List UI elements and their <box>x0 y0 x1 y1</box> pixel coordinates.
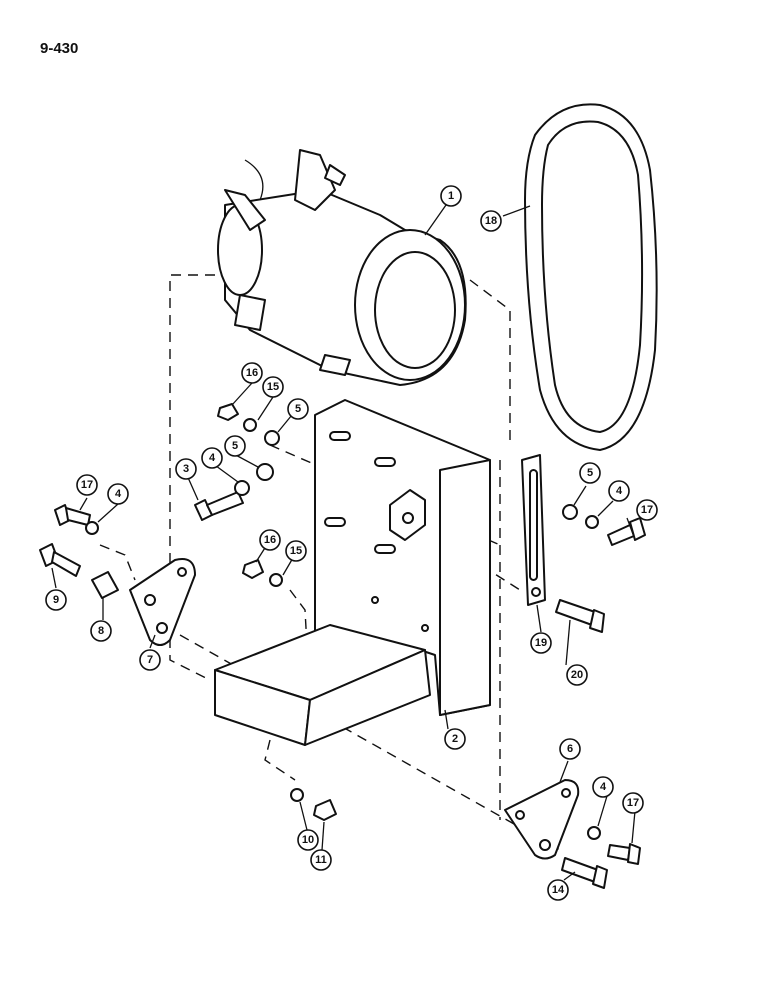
svg-text:10: 10 <box>302 834 314 846</box>
svg-text:11: 11 <box>315 854 327 866</box>
svg-text:6: 6 <box>567 743 573 755</box>
callout-2: 2 <box>444 728 466 750</box>
callout-14: 14 <box>547 879 569 901</box>
svg-text:17: 17 <box>627 797 639 809</box>
svg-text:8: 8 <box>98 625 104 637</box>
adjusting-link <box>521 454 546 606</box>
callout-4-b: 4 <box>107 483 129 505</box>
callout-9: 9 <box>45 589 67 611</box>
drive-belt <box>524 103 658 451</box>
fasteners <box>39 403 646 889</box>
svg-text:4: 4 <box>115 488 122 500</box>
svg-text:9: 9 <box>53 594 59 606</box>
callout-8: 8 <box>90 620 112 642</box>
svg-text:17: 17 <box>641 504 653 516</box>
svg-text:1: 1 <box>448 190 454 202</box>
svg-text:5: 5 <box>295 403 301 415</box>
svg-text:2: 2 <box>452 733 458 745</box>
callout-4-c: 4 <box>608 480 630 502</box>
mounting-bracket <box>214 399 491 746</box>
bracket-plate-6 <box>504 779 580 860</box>
callout-5-a: 5 <box>287 398 309 420</box>
svg-text:15: 15 <box>290 545 302 557</box>
callout-5-c: 5 <box>579 462 601 484</box>
svg-text:17: 17 <box>81 479 93 491</box>
callout-20: 20 <box>566 664 588 686</box>
svg-text:16: 16 <box>246 367 258 379</box>
svg-text:16: 16 <box>264 534 276 546</box>
svg-text:19: 19 <box>535 637 547 649</box>
callout-18: 18 <box>480 210 502 232</box>
callout-6: 6 <box>559 738 581 760</box>
svg-text:4: 4 <box>209 452 216 464</box>
svg-text:5: 5 <box>232 440 238 452</box>
svg-text:5: 5 <box>587 467 593 479</box>
callout-17-b: 17 <box>636 499 658 521</box>
svg-text:15: 15 <box>267 381 279 393</box>
svg-text:20: 20 <box>571 669 583 681</box>
compressor <box>217 149 467 386</box>
svg-text:14: 14 <box>552 884 565 896</box>
callout-15-b: 15 <box>285 540 307 562</box>
svg-text:7: 7 <box>147 654 153 666</box>
callout-4-d: 4 <box>592 776 614 798</box>
callout-1: 1 <box>440 185 462 207</box>
callout-3: 3 <box>175 458 197 480</box>
svg-text:4: 4 <box>616 485 623 497</box>
svg-text:4: 4 <box>600 781 607 793</box>
callout-16-b: 16 <box>259 529 281 551</box>
bracket-plate-7 <box>129 558 196 646</box>
callout-19: 19 <box>530 632 552 654</box>
callout-17-a: 17 <box>76 474 98 496</box>
page-reference: 9-430 <box>40 40 79 57</box>
svg-text:18: 18 <box>485 215 497 227</box>
callout-16-a: 16 <box>241 362 263 384</box>
callout-7: 7 <box>139 649 161 671</box>
svg-text:3: 3 <box>183 463 189 475</box>
callout-11: 11 <box>310 849 332 871</box>
callout-17-c: 17 <box>622 792 644 814</box>
callout-10: 10 <box>297 829 319 851</box>
callout-15-a: 15 <box>262 376 284 398</box>
callout-4-a: 4 <box>201 447 223 469</box>
callout-5-b: 5 <box>224 435 246 457</box>
